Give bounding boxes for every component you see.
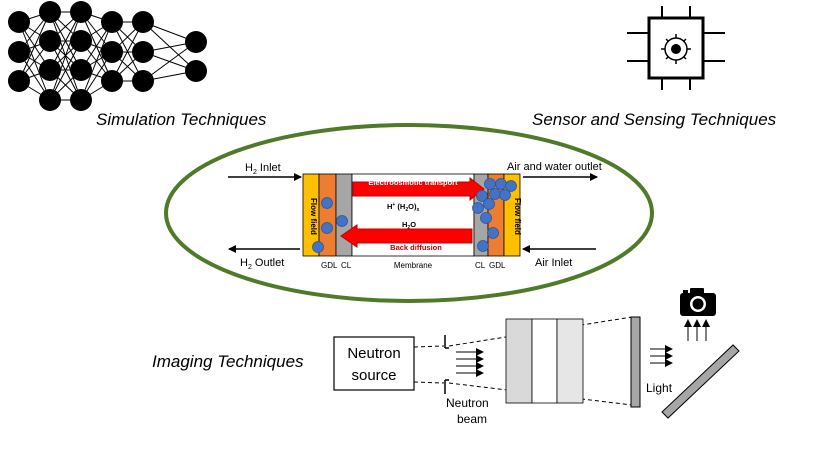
back-diffusion-label: Back diffusion: [390, 243, 442, 252]
air-inlet-label: Air Inlet: [535, 257, 572, 269]
camera-icon: [680, 288, 716, 316]
sensor-chip-icon: [627, 6, 725, 90]
source-dash-bottom: [413, 381, 445, 384]
sensor-techniques-label: Sensor and Sensing Techniques: [532, 110, 777, 129]
fuel-cell-ellipse: [164, 123, 654, 303]
camera-arrows: [684, 319, 710, 341]
flow-field-left-label: Flow field: [309, 198, 318, 235]
imaging-techniques-label: Imaging Techniques: [152, 352, 304, 371]
scintillator-screen: [630, 316, 641, 408]
collimator: [444, 335, 449, 394]
h2-outlet-label: H2 Outlet: [240, 257, 284, 271]
water-droplets: [312, 178, 517, 253]
back-diffusion-arrow: [340, 224, 473, 248]
proton-hydrate-label: H+ (H2O)x: [387, 202, 419, 213]
neutron-beam-arrows: [456, 348, 484, 377]
sample-plates: [505, 318, 584, 404]
source-dash-top: [413, 345, 445, 348]
gdl-right-label: GDL: [489, 261, 506, 270]
water-label: H2O: [402, 220, 416, 231]
simulation-techniques-label: Simulation Techniques: [96, 110, 267, 129]
flow-field-right-label: Flow field: [513, 198, 522, 235]
neural-network-icon: [8, 1, 207, 111]
light-label: Light: [646, 381, 673, 395]
mirror: [661, 344, 740, 419]
fuel-cell-cross-section: Flow field Flow field Electroosmotic tra…: [228, 161, 602, 271]
membrane-label: Membrane: [394, 261, 433, 270]
gdl-left-label: GDL: [321, 261, 338, 270]
cl-right-label: CL: [475, 261, 486, 270]
air-water-outlet-label: Air and water outlet: [507, 161, 602, 173]
electroosmotic-label: Electroosmotic transport: [368, 178, 458, 187]
h2-inlet-label: H2 Inlet: [245, 162, 281, 176]
neutron-source-box: [333, 336, 415, 391]
light-arrows: [650, 345, 673, 367]
neutron-beam-line1: Neutron: [446, 396, 489, 410]
neutron-beam-line2: beam: [457, 412, 487, 426]
cl-left-label: CL: [341, 261, 352, 270]
neutron-source-line1: Neutron: [347, 345, 400, 362]
neutron-source-line2: source: [351, 367, 396, 384]
